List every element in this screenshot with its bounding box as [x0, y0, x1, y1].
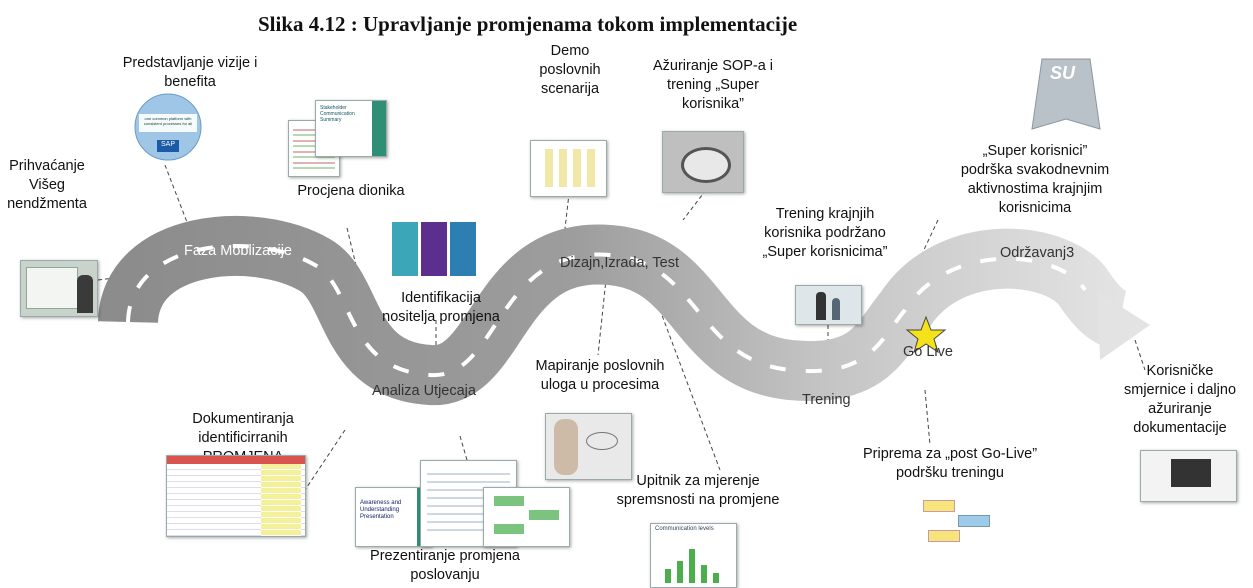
lane-dashes	[126, 243, 1087, 378]
road-label-maintenance: Održavanj3	[1000, 245, 1075, 261]
callout-stakeholders: Procjena dionika	[297, 183, 405, 199]
webpage-thumb	[1140, 450, 1237, 502]
support-flow-thumb	[918, 495, 993, 550]
sap-badge: SAP	[160, 141, 175, 148]
globe-icon	[134, 93, 202, 161]
callout-post-golive: Priprema za „post Go-Live” podršku treni…	[862, 446, 1038, 481]
consultant-photo	[545, 413, 632, 480]
callout-guidelines: Korisničke smjernice i daljno ažuriranje…	[1123, 363, 1237, 436]
road-label-impact: Analiza Utjecaja	[372, 383, 476, 399]
road-label-design: Dizajn,Izrada, Test	[560, 255, 680, 271]
callout-demo: Demo poslovnih scenarija	[539, 43, 601, 97]
meeting-photo	[662, 131, 744, 193]
cape-lettering: SU	[1050, 63, 1076, 83]
callout-change-agents: Identifikacija nositelja promjena	[382, 290, 500, 325]
callout-vision: Predstavljanje vizije i benefita	[122, 55, 258, 90]
callout-sop: Ažuriranje SOP-a i trening „Super korisn…	[652, 58, 774, 112]
callout-presentation: Prezentiranje promjena poslovanju	[370, 548, 520, 583]
road-arrowhead	[1098, 292, 1150, 360]
super-user-cape-icon	[1031, 58, 1101, 130]
callout-role-mapping: Mapiranje poslovnih uloga u procesima	[535, 358, 665, 393]
whiteboard-photo	[20, 260, 98, 317]
process-flow-thumb	[530, 140, 607, 197]
posters-thumb	[392, 222, 478, 276]
road-label-mobilization: Faza Moblizacije	[184, 243, 292, 259]
spreadsheet-thumb	[166, 455, 306, 537]
communication-chart-thumb: Communication levels	[650, 523, 737, 588]
road-label-training: Trening	[802, 392, 851, 408]
stakeholder-summary-thumb: Stakeholder Communication Summary	[315, 100, 387, 157]
callout-survey: Upitnik za mjerenje spremsnosti na promj…	[616, 473, 780, 508]
callout-super-users: „Super korisnici” podrška svakodnevnim a…	[960, 143, 1110, 216]
callout-management: Prihvaćanje Višeg nendžmenta	[7, 158, 87, 212]
callout-documentation: Dokumentiranja identificirranih PROMJENA	[192, 411, 294, 465]
figure-title: Slika 4.12 : Upravljanje promjenama toko…	[258, 12, 798, 36]
callout-end-user-training: Trening krajnjih korisnika podržano „Sup…	[762, 206, 888, 260]
training-photo	[795, 285, 862, 325]
road-label-golive: Go Live	[903, 344, 953, 360]
org-chart-thumb	[483, 487, 570, 547]
go-live-star-icon	[905, 315, 947, 354]
globe-caption: one common platform with consistent proc…	[143, 116, 193, 126]
awareness-presentation-thumb: Awareness and Understanding Presentation	[355, 487, 432, 547]
